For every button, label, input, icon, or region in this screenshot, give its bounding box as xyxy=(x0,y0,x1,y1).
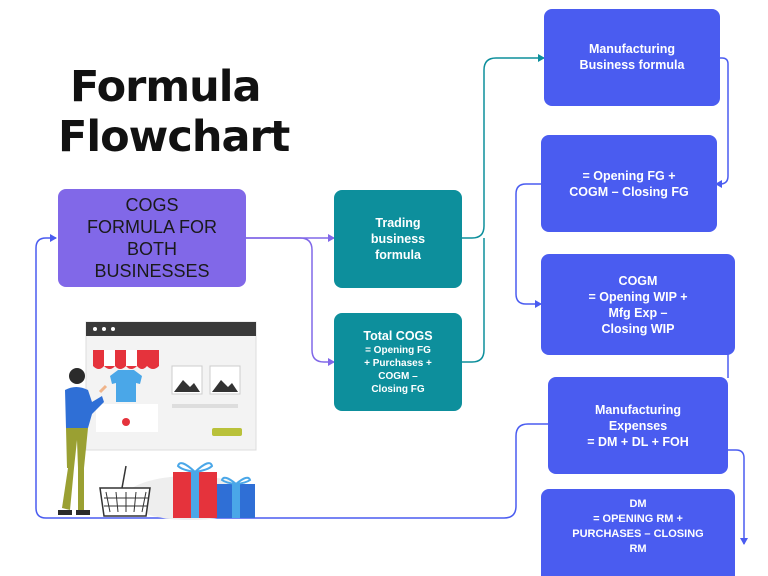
node-cogs-formula: COGS FORMULA FOR BOTH BUSINESSES xyxy=(58,189,246,287)
connector-mfgexp-dm xyxy=(728,449,748,545)
node-trading-formula-label: Trading business formula xyxy=(370,216,426,262)
person-shopping-online-illustration xyxy=(58,321,257,520)
connector-mfg-openingfg xyxy=(715,57,729,188)
connector-cogs-total xyxy=(246,237,335,366)
connector-total-mfg xyxy=(462,238,485,363)
node-dm-label: DM = OPENING RM + PURCHASES – CLOSING RM xyxy=(572,498,704,555)
node-manufacturing-expenses: Manufacturing Expenses = DM + DL + FOH xyxy=(548,377,728,474)
connector-trading-mfg xyxy=(462,54,545,239)
node-total-cogs-body: = Opening FG + Purchases + COGM – Closin… xyxy=(364,344,432,395)
node-manufacturing-formula: Manufacturing Business formula xyxy=(544,9,720,106)
connector-openingfg-cogm xyxy=(515,183,542,308)
title-line-1: Formula xyxy=(70,62,262,112)
node-total-cogs-title: Total COGS xyxy=(363,328,433,343)
node-cogs-formula-label: COGS FORMULA FOR BOTH BUSINESSES xyxy=(86,195,217,281)
node-cogm: COGM = Opening WIP + Mfg Exp – Closing W… xyxy=(541,254,735,355)
page-title: Formula Flowchart xyxy=(58,62,290,162)
node-manufacturing-formula-label: Manufacturing Business formula xyxy=(579,42,685,72)
node-total-cogs: Total COGS = Opening FG + Purchases + CO… xyxy=(334,313,462,411)
node-opening-fg: = Opening FG + COGM – Closing FG xyxy=(541,135,717,232)
node-cogm-label: COGM = Opening WIP + Mfg Exp – Closing W… xyxy=(588,273,688,336)
title-line-2: Flowchart xyxy=(58,112,290,162)
node-dm: DM = OPENING RM + PURCHASES – CLOSING RM xyxy=(541,489,735,576)
connector-loop-back xyxy=(35,234,548,519)
node-opening-fg-label: = Opening FG + COGM – Closing FG xyxy=(569,168,689,199)
node-manufacturing-expenses-label: Manufacturing Expenses = DM + DL + FOH xyxy=(587,402,689,449)
node-trading-formula: Trading business formula xyxy=(334,190,462,288)
